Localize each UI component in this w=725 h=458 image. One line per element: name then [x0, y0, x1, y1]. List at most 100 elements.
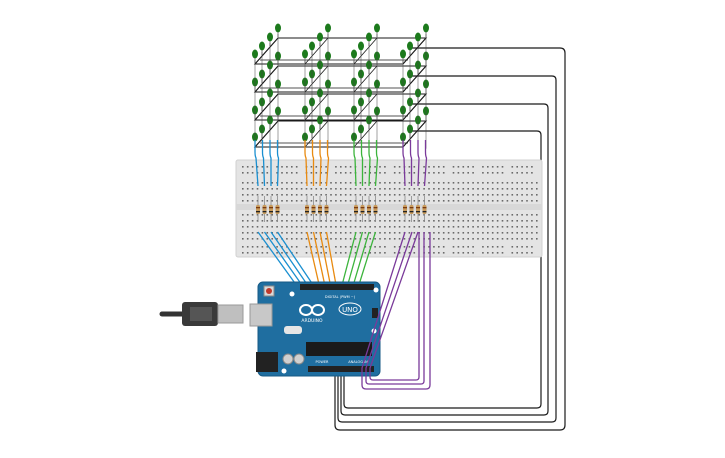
- breadboard-hole: [281, 200, 283, 202]
- breadboard-hole: [281, 252, 283, 254]
- usb-cable[interactable]: [159, 302, 244, 326]
- breadboard-hole: [315, 238, 318, 240]
- signal-wire[interactable]: [346, 231, 364, 287]
- signal-wire[interactable]: [312, 231, 326, 287]
- column-wire[interactable]: [402, 140, 406, 187]
- signal-wire[interactable]: [325, 231, 337, 287]
- layer-wire-4[interactable]: [343, 130, 542, 409]
- breadboard-hole: [276, 214, 278, 216]
- breadboard[interactable]: [235, 159, 543, 258]
- resistor: [354, 205, 358, 214]
- breadboard-holes: [242, 166, 538, 254]
- breadboard-hole: [354, 246, 357, 248]
- breadboard-hole: [335, 166, 337, 168]
- breadboard-hole: [413, 238, 416, 240]
- breadboard-hole: [354, 252, 357, 254]
- breadboard-hole: [438, 172, 440, 174]
- column-wire[interactable]: [319, 140, 322, 187]
- signal-wire[interactable]: [341, 231, 357, 287]
- signal-wire[interactable]: [306, 231, 321, 287]
- breadboard-hole: [281, 166, 283, 168]
- breadboard-hole: [442, 220, 445, 222]
- breadboard-hole: [452, 214, 455, 216]
- layer-wire-3[interactable]: [340, 103, 549, 416]
- breadboard-hole: [266, 246, 269, 248]
- breadboard-hole: [531, 188, 533, 190]
- breadboard-hole: [536, 188, 538, 190]
- breadboard-hole: [246, 200, 249, 202]
- resistor: [269, 205, 273, 214]
- column-wire[interactable]: [353, 140, 357, 187]
- breadboard-hole: [300, 200, 303, 202]
- column-wire[interactable]: [409, 140, 413, 186]
- breadboard-hole: [364, 238, 367, 240]
- breadboard-hole: [281, 194, 283, 196]
- signal-wire[interactable]: [276, 231, 315, 287]
- breadboard-hole: [325, 166, 327, 168]
- breadboard-hole: [433, 226, 435, 228]
- signal-wire[interactable]: [263, 231, 304, 287]
- column-wire[interactable]: [254, 140, 259, 187]
- breadboard-hole: [251, 194, 254, 196]
- breadboard-hole: [266, 214, 269, 216]
- column-wires[interactable]: [254, 140, 428, 287]
- breadboard-hole: [506, 188, 509, 190]
- column-wire[interactable]: [374, 140, 379, 187]
- breadboard-hole: [462, 246, 465, 248]
- resistor-band: [262, 207, 267, 209]
- breadboard-hole: [501, 220, 504, 222]
- breadboard-hole: [408, 226, 411, 228]
- column-wire[interactable]: [269, 140, 272, 186]
- breadboard-hole: [511, 226, 514, 228]
- layer-rung: [353, 120, 378, 148]
- breadboard-hole: [408, 232, 411, 234]
- breadboard-hole: [477, 238, 479, 240]
- layer-wires[interactable]: [334, 47, 566, 431]
- column-wire[interactable]: [304, 140, 308, 187]
- breadboard-hole: [330, 182, 332, 184]
- breadboard-hole: [340, 246, 342, 248]
- breadboard-hole: [526, 238, 528, 240]
- column-wire[interactable]: [311, 140, 315, 186]
- resistor: [416, 205, 420, 214]
- column-wire[interactable]: [276, 140, 280, 187]
- breadboard-hole: [315, 252, 318, 254]
- layer-rung: [254, 37, 279, 65]
- breadboard-hole: [325, 226, 327, 228]
- signal-wire[interactable]: [319, 231, 332, 287]
- breadboard-hole: [379, 194, 381, 196]
- signal-wire[interactable]: [357, 231, 377, 287]
- breadboard-hole: [369, 214, 371, 216]
- layer-rung: [304, 37, 329, 65]
- breadboard-hole: [447, 194, 450, 196]
- analog-wires[interactable]: [361, 231, 431, 390]
- led: [351, 49, 357, 59]
- breadboard-hole: [516, 246, 518, 248]
- column-wire[interactable]: [368, 140, 371, 187]
- breadboard-hole: [433, 172, 435, 174]
- arduino-uno-board[interactable]: UNO ARDUINO DIGITAL (PWM ~) POWER ANALOG…: [249, 281, 381, 377]
- analog-wire-2[interactable]: [365, 231, 425, 385]
- breadboard-hole: [359, 194, 362, 196]
- analog-wire-1[interactable]: [361, 231, 431, 390]
- breadboard-hole: [340, 238, 342, 240]
- signal-wire[interactable]: [270, 231, 309, 287]
- signal-wire[interactable]: [257, 231, 298, 287]
- capacitor-2: [293, 353, 305, 365]
- mount-hole-3: [281, 368, 287, 374]
- column-wire[interactable]: [325, 140, 330, 187]
- column-wire[interactable]: [417, 140, 420, 187]
- breadboard-hole: [276, 246, 278, 248]
- layer-wire-1[interactable]: [334, 47, 566, 431]
- signal-wire[interactable]: [352, 231, 370, 287]
- led-cube: [252, 23, 429, 149]
- breadboard-hole: [261, 194, 264, 196]
- layer-wire-2[interactable]: [337, 75, 557, 423]
- breadboard-hole: [251, 172, 254, 174]
- breadboard-hole: [438, 252, 440, 254]
- analog-wire-3[interactable]: [369, 231, 420, 381]
- column-wire[interactable]: [261, 140, 266, 187]
- column-wire[interactable]: [360, 140, 364, 186]
- column-wire[interactable]: [423, 140, 428, 187]
